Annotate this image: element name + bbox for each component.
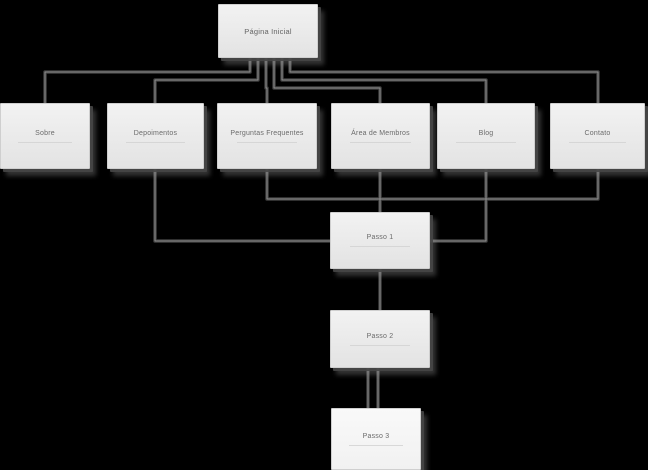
connector-home-to-row bbox=[43, 58, 600, 103]
node-divider bbox=[17, 141, 73, 143]
node-label: Passo 1 bbox=[366, 234, 394, 241]
node-sobre[interactable]: Sobre bbox=[0, 103, 90, 169]
node-passo-1[interactable]: Passo 1 bbox=[330, 212, 430, 269]
node-divider bbox=[349, 246, 411, 247]
node-divider bbox=[236, 141, 298, 143]
node-label: Contato bbox=[584, 129, 611, 137]
node-divider bbox=[126, 141, 185, 143]
node-divider bbox=[348, 444, 404, 446]
node-label: Perguntas Frequentes bbox=[230, 129, 304, 137]
connector-row-to-step1 bbox=[153, 169, 600, 243]
node-depoimentos[interactable]: Depoimentos bbox=[107, 103, 204, 169]
node-label: Área de Membros bbox=[351, 129, 410, 137]
node-divider bbox=[568, 141, 627, 143]
node-label: Passo 3 bbox=[362, 432, 390, 440]
node-perguntas-frequentes[interactable]: Perguntas Frequentes bbox=[217, 103, 317, 169]
node-divider bbox=[349, 344, 411, 346]
node-divider bbox=[350, 141, 411, 143]
node-label: Depoimentos bbox=[133, 129, 178, 137]
node-label: Passo 2 bbox=[366, 332, 394, 340]
node-blog[interactable]: Blog bbox=[437, 103, 535, 169]
node-pagina-inicial[interactable]: Página Inicial bbox=[218, 4, 318, 58]
node-passo-2[interactable]: Passo 2 bbox=[330, 310, 430, 368]
connector-step-chain bbox=[366, 269, 382, 408]
node-area-de-membros[interactable]: Área de Membros bbox=[331, 103, 430, 169]
node-label: Página Inicial bbox=[244, 26, 292, 36]
node-label: Blog bbox=[478, 129, 494, 137]
node-label: Sobre bbox=[35, 129, 55, 137]
node-passo-3[interactable]: Passo 3 bbox=[331, 408, 421, 470]
node-contato[interactable]: Contato bbox=[550, 103, 645, 169]
node-divider bbox=[456, 141, 516, 143]
